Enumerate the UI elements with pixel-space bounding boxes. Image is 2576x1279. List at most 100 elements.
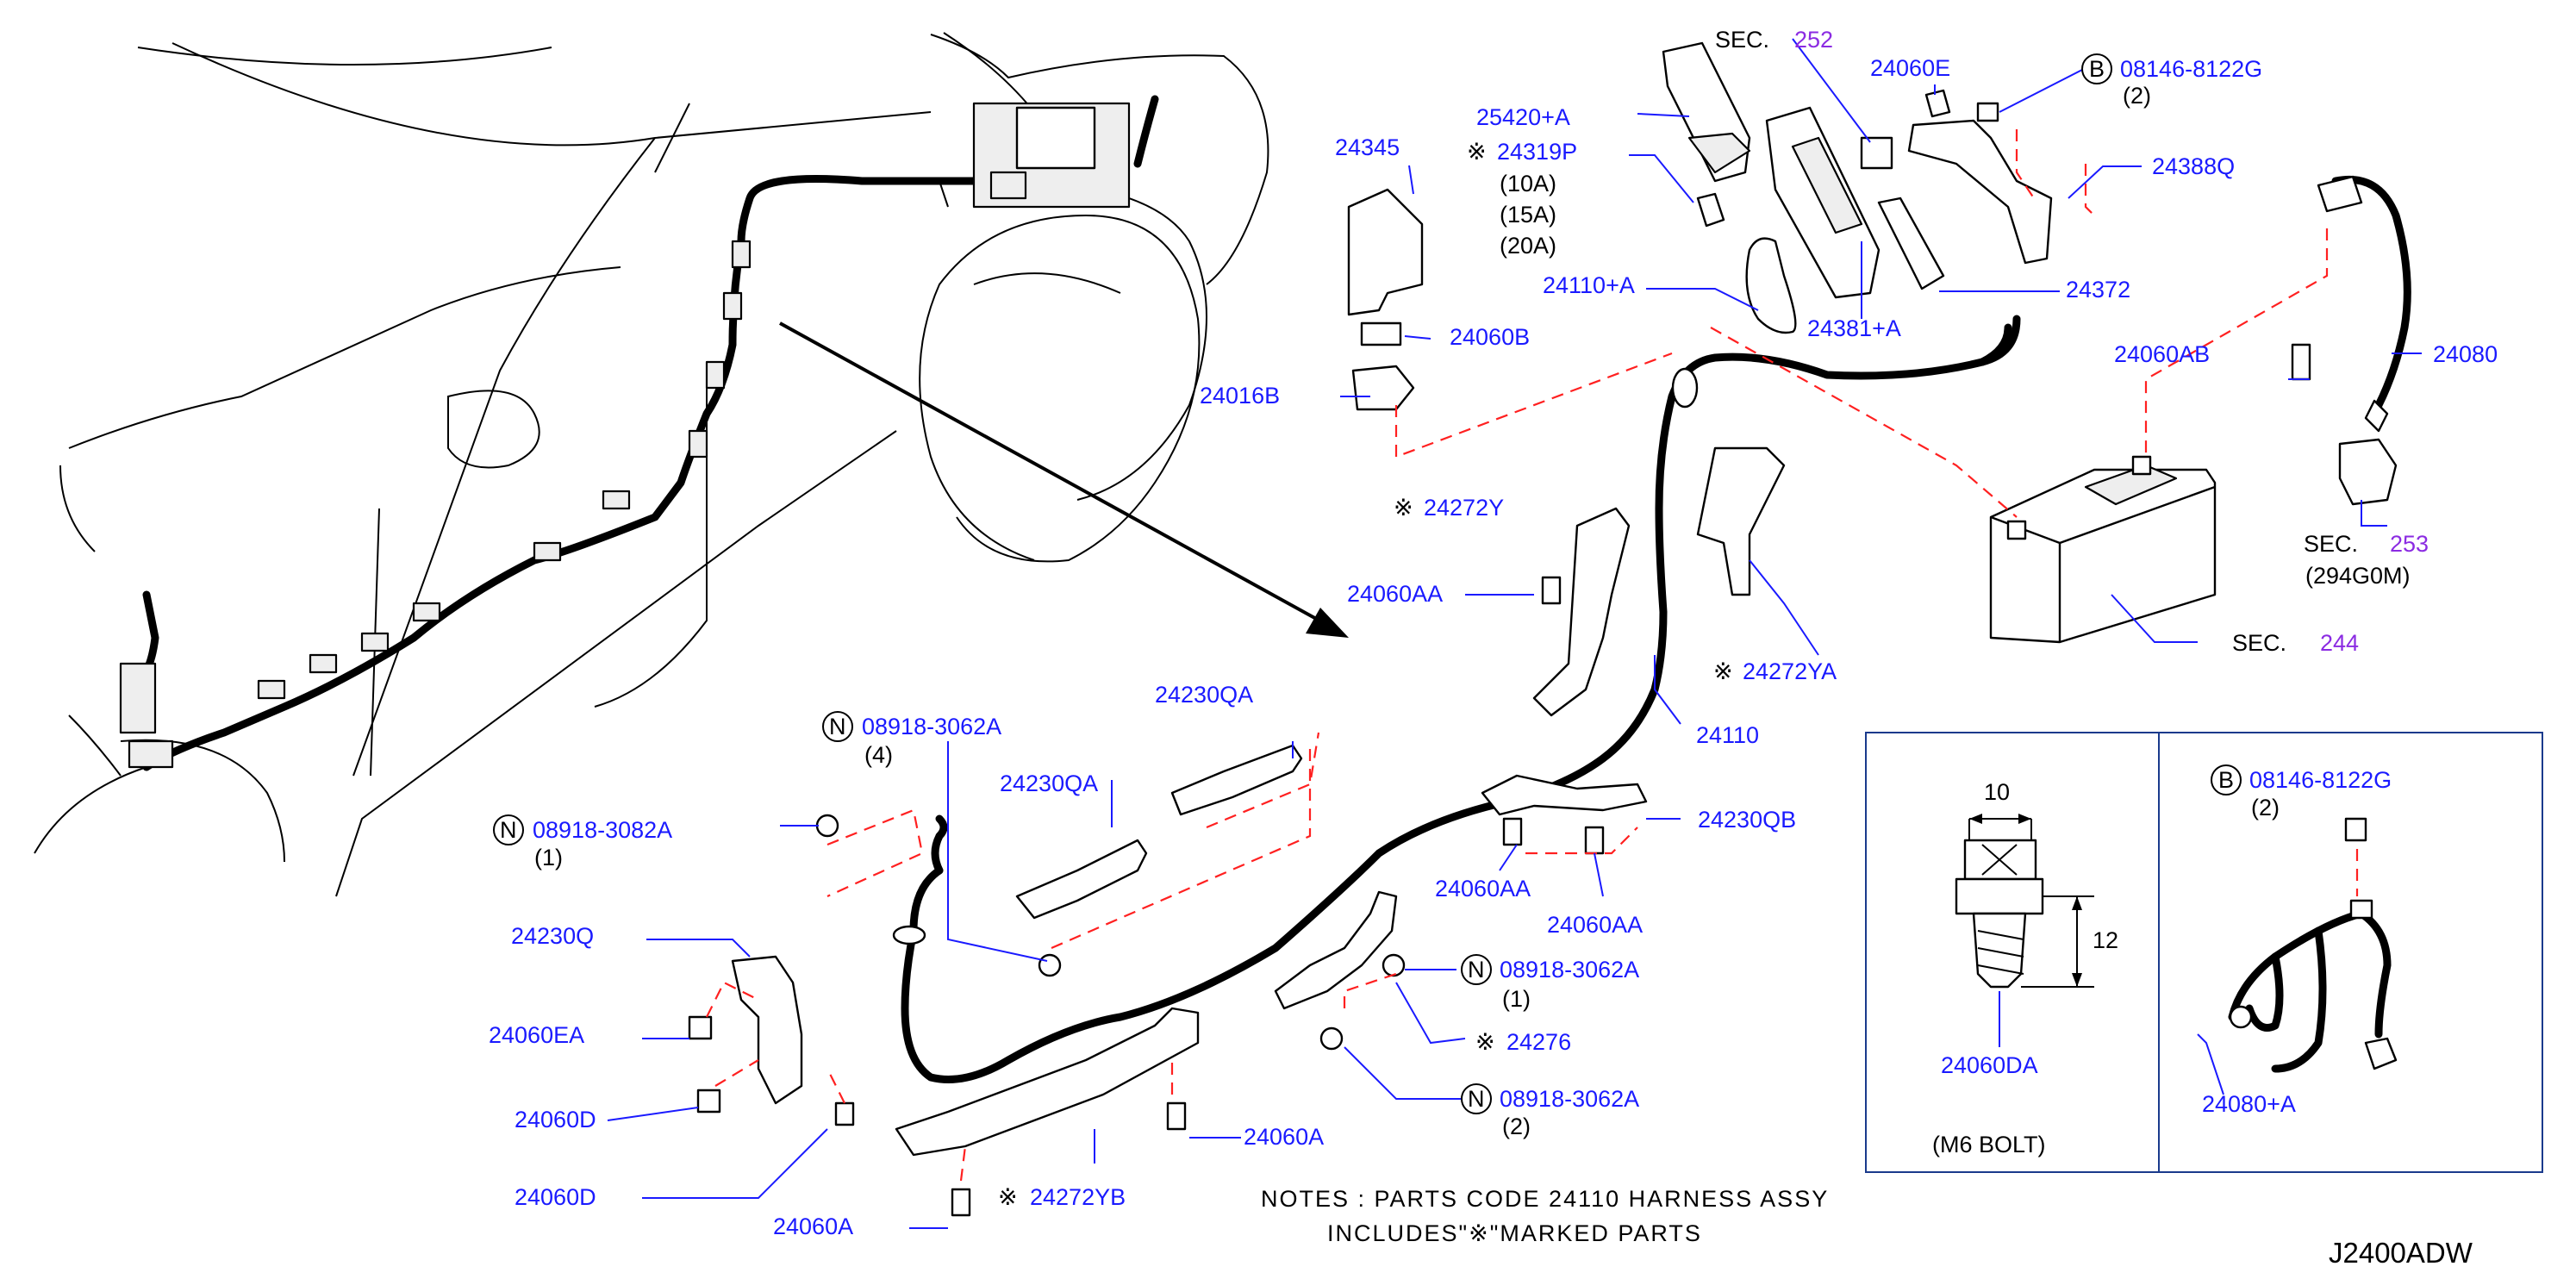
bracket-24230-group: [731, 744, 1648, 1105]
sec-253-prefix: SEC.: [2304, 531, 2358, 557]
battery: [1989, 455, 2217, 644]
harness-in-vehicle: [119, 95, 1159, 771]
label-24272YB[interactable]: 24272YB: [1030, 1184, 1126, 1210]
label-24381A[interactable]: 24381+A: [1807, 315, 1901, 341]
label-24060AA-1[interactable]: 24060AA: [1347, 581, 1443, 607]
bracket-24272YA: [1696, 446, 1786, 596]
bracket-24230QA-2: [1170, 744, 1303, 816]
label-24230QA-2[interactable]: 24230QA: [1155, 682, 1253, 708]
cover-24345: [1347, 188, 1424, 316]
notes-line-1: NOTES : PARTS CODE 24110 HARNESS ASSY: [1261, 1186, 1829, 1212]
bracket-24272YB: [895, 1007, 1200, 1157]
label-24372[interactable]: 24372: [2066, 277, 2130, 303]
bolt-24060AA-2: [1502, 817, 1523, 846]
label-08146-inset-qty: (2): [2251, 795, 2280, 820]
sec-252-number: 252: [1794, 27, 1833, 53]
label-08918-3062A-top[interactable]: 08918-3062A: [862, 714, 1001, 739]
svg-text:N: N: [500, 817, 517, 843]
label-24319P[interactable]: 24319P: [1497, 139, 1577, 165]
inset-dim-length: 12: [2093, 927, 2118, 953]
label-24060AB[interactable]: 24060AB: [2114, 341, 2210, 367]
label-24110A[interactable]: 24110+A: [1543, 272, 1635, 298]
bolt-24060D-2: [834, 1101, 855, 1126]
sec-253-extra: (294G0M): [2305, 563, 2411, 589]
fastener-group: [688, 576, 1605, 1217]
circle-n-3062A-top: N: [822, 711, 853, 742]
sec-252-prefix: SEC.: [1715, 27, 1769, 53]
label-24230Q[interactable]: 24230Q: [511, 923, 594, 949]
label-24272YA[interactable]: 24272YA: [1743, 658, 1837, 684]
bolt-24060AB: [2291, 343, 2311, 381]
bracket-24230QB: [1481, 774, 1648, 816]
label-24230QB[interactable]: 24230QB: [1698, 807, 1796, 833]
label-24060A-1[interactable]: 24060A: [1244, 1124, 1324, 1150]
asterisk-24272YA: ※: [1713, 658, 1733, 684]
sec-244-prefix: SEC.: [2232, 630, 2286, 656]
label-24276[interactable]: 24276: [1506, 1029, 1571, 1055]
label-24110[interactable]: 24110: [1696, 722, 1759, 748]
nut-08918-3082A: [815, 814, 839, 838]
svg-text:N: N: [829, 714, 846, 739]
bracket-24276: [1274, 890, 1398, 1010]
inset-dim-width: 10: [1984, 779, 2010, 805]
sec-253-number: 253: [2390, 531, 2429, 557]
label-24230QA-1[interactable]: 24230QA: [1000, 771, 1098, 796]
asterisk-24276: ※: [1475, 1029, 1495, 1055]
assembly-lines: [706, 129, 2329, 1182]
asterisk-24272Y: ※: [1394, 495, 1413, 521]
label-24080[interactable]: 24080: [2433, 341, 2498, 367]
label-08918-3062A-mid[interactable]: 08918-3062A: [1500, 957, 1639, 983]
svg-text:B: B: [2089, 56, 2105, 82]
nut-24060B: [1360, 321, 1402, 346]
bracket-24230QA-1: [1015, 839, 1148, 920]
label-24080A[interactable]: 24080+A: [2202, 1091, 2296, 1117]
nut-08918-3062A-top: [1038, 953, 1062, 977]
label-24060EA[interactable]: 24060EA: [489, 1022, 584, 1048]
bolt-24060AA-1: [1541, 576, 1562, 605]
label-24388Q[interactable]: 24388Q: [2152, 153, 2235, 179]
terminal-cover-group: [1347, 188, 1424, 411]
nut-24060E: [1924, 89, 1951, 118]
label-24016B[interactable]: 24016B: [1200, 383, 1280, 409]
label-08918-3082A-qty: (1): [534, 845, 563, 870]
label-08146-top-qty: (2): [2123, 83, 2151, 109]
label-08918-3082A[interactable]: 08918-3082A: [533, 817, 672, 843]
label-08918-3062A-mid-qty: (1): [1502, 986, 1531, 1012]
circle-n-3082A: N: [493, 814, 524, 845]
cable-24080-group: [2291, 175, 2411, 506]
label-08146-top[interactable]: 08146-8122G: [2120, 56, 2262, 82]
nut-08918-3062A-bot: [1319, 1026, 1344, 1051]
bolt-24060A-2: [951, 1188, 971, 1217]
cover-24372: [1877, 197, 1945, 290]
label-24345[interactable]: 24345: [1335, 134, 1400, 160]
label-08146-inset[interactable]: 08146-8122G: [2249, 767, 2392, 793]
label-24060D-1[interactable]: 24060D: [515, 1107, 596, 1132]
label-24319P-15A: (15A): [1500, 202, 1556, 228]
diagram-code: J2400ADW: [2329, 1237, 2473, 1269]
label-24060DA[interactable]: 24060DA: [1941, 1052, 2038, 1078]
label-24060A-2[interactable]: 24060A: [773, 1213, 853, 1239]
labels: SEC. 252 25420+A ※ 24319P (10A) (15A) (2…: [489, 27, 2498, 1269]
label-24060E[interactable]: 24060E: [1870, 55, 1950, 81]
label-08918-3062A-bot[interactable]: 08918-3062A: [1500, 1086, 1639, 1112]
bracket-group: [895, 446, 1786, 1157]
label-24060B[interactable]: 24060B: [1450, 324, 1530, 350]
bracket-24016B: [1351, 365, 1415, 411]
inset-cable-drawing: [2228, 817, 2398, 1073]
label-24272Y[interactable]: 24272Y: [1424, 495, 1504, 521]
label-24060AA-3[interactable]: 24060AA: [1547, 912, 1643, 938]
label-24319P-10A: (10A): [1500, 171, 1556, 197]
inset-bolt-drawing: [1955, 814, 2094, 1047]
harness-clip-row: [119, 102, 1131, 769]
bolt-08146-top: [1976, 102, 1999, 122]
label-24319P-20A: (20A): [1500, 233, 1556, 259]
relay-sec253: [2338, 438, 2398, 506]
label-25420A[interactable]: 25420+A: [1476, 104, 1570, 130]
label-24060AA-2[interactable]: 24060AA: [1435, 876, 1531, 902]
label-24060D-2[interactable]: 24060D: [515, 1184, 596, 1210]
fuse-block-group: [1662, 41, 2053, 334]
circle-n-3062A-bot: N: [1461, 1083, 1492, 1114]
bolt-24060A-1: [1166, 1101, 1187, 1131]
nut-08918-3062A-mid: [1382, 953, 1406, 977]
